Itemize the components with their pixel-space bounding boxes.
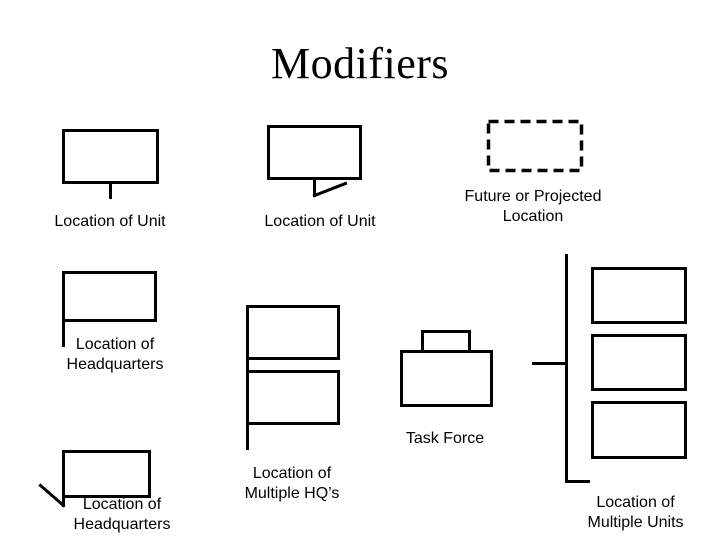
- symbol-future-or-projected-location: [486, 119, 584, 173]
- task-force-top-bracket: [421, 330, 471, 353]
- label-location-of-multiple-units: Location of Multiple Units: [587, 494, 684, 531]
- unit-rectangle-bottom: [591, 401, 687, 459]
- page-title: Modifiers: [270, 39, 450, 88]
- hq-rectangle: [62, 450, 151, 498]
- label-location-of-headquarters-past: Location of Headquarters: [73, 496, 171, 533]
- symbol-location-of-headquarters-past: [38, 450, 151, 508]
- unit-rectangle: [62, 129, 159, 184]
- task-force-rectangle: [400, 350, 493, 407]
- unit-rectangle-middle: [591, 334, 687, 391]
- label-location-of-unit-stem-flag: Location of Unit: [264, 213, 376, 230]
- hq-rectangle: [62, 271, 157, 322]
- unit-diagonal-modifier: [312, 181, 348, 198]
- symbol-task-force: [400, 330, 493, 407]
- unit-rectangle-top: [591, 267, 687, 324]
- label-task-force: Task Force: [405, 430, 485, 447]
- hq-diagonal-modifier: [38, 483, 66, 508]
- label-location-of-unit-plain: Location of Unit: [54, 213, 166, 230]
- symbol-location-of-unit-plain: [62, 129, 159, 199]
- label-location-of-headquarters: Location of Headquarters: [66, 336, 164, 373]
- label-location-of-multiple-hqs: Location of Multiple HQ’s: [244, 465, 340, 502]
- symbol-location-of-multiple-hqs: [246, 305, 340, 450]
- unit-rectangle: [267, 125, 362, 180]
- symbol-location-of-headquarters: [62, 271, 157, 347]
- symbol-location-of-unit-stem-flag: [267, 125, 362, 198]
- label-future-or-projected-location: Future or Projected Location: [464, 188, 602, 225]
- hq-rectangle-bottom: [246, 370, 340, 425]
- projected-dashed-rectangle: [486, 119, 584, 173]
- hq-rectangle-top: [246, 305, 340, 360]
- symbol-location-of-multiple-units: [532, 254, 687, 483]
